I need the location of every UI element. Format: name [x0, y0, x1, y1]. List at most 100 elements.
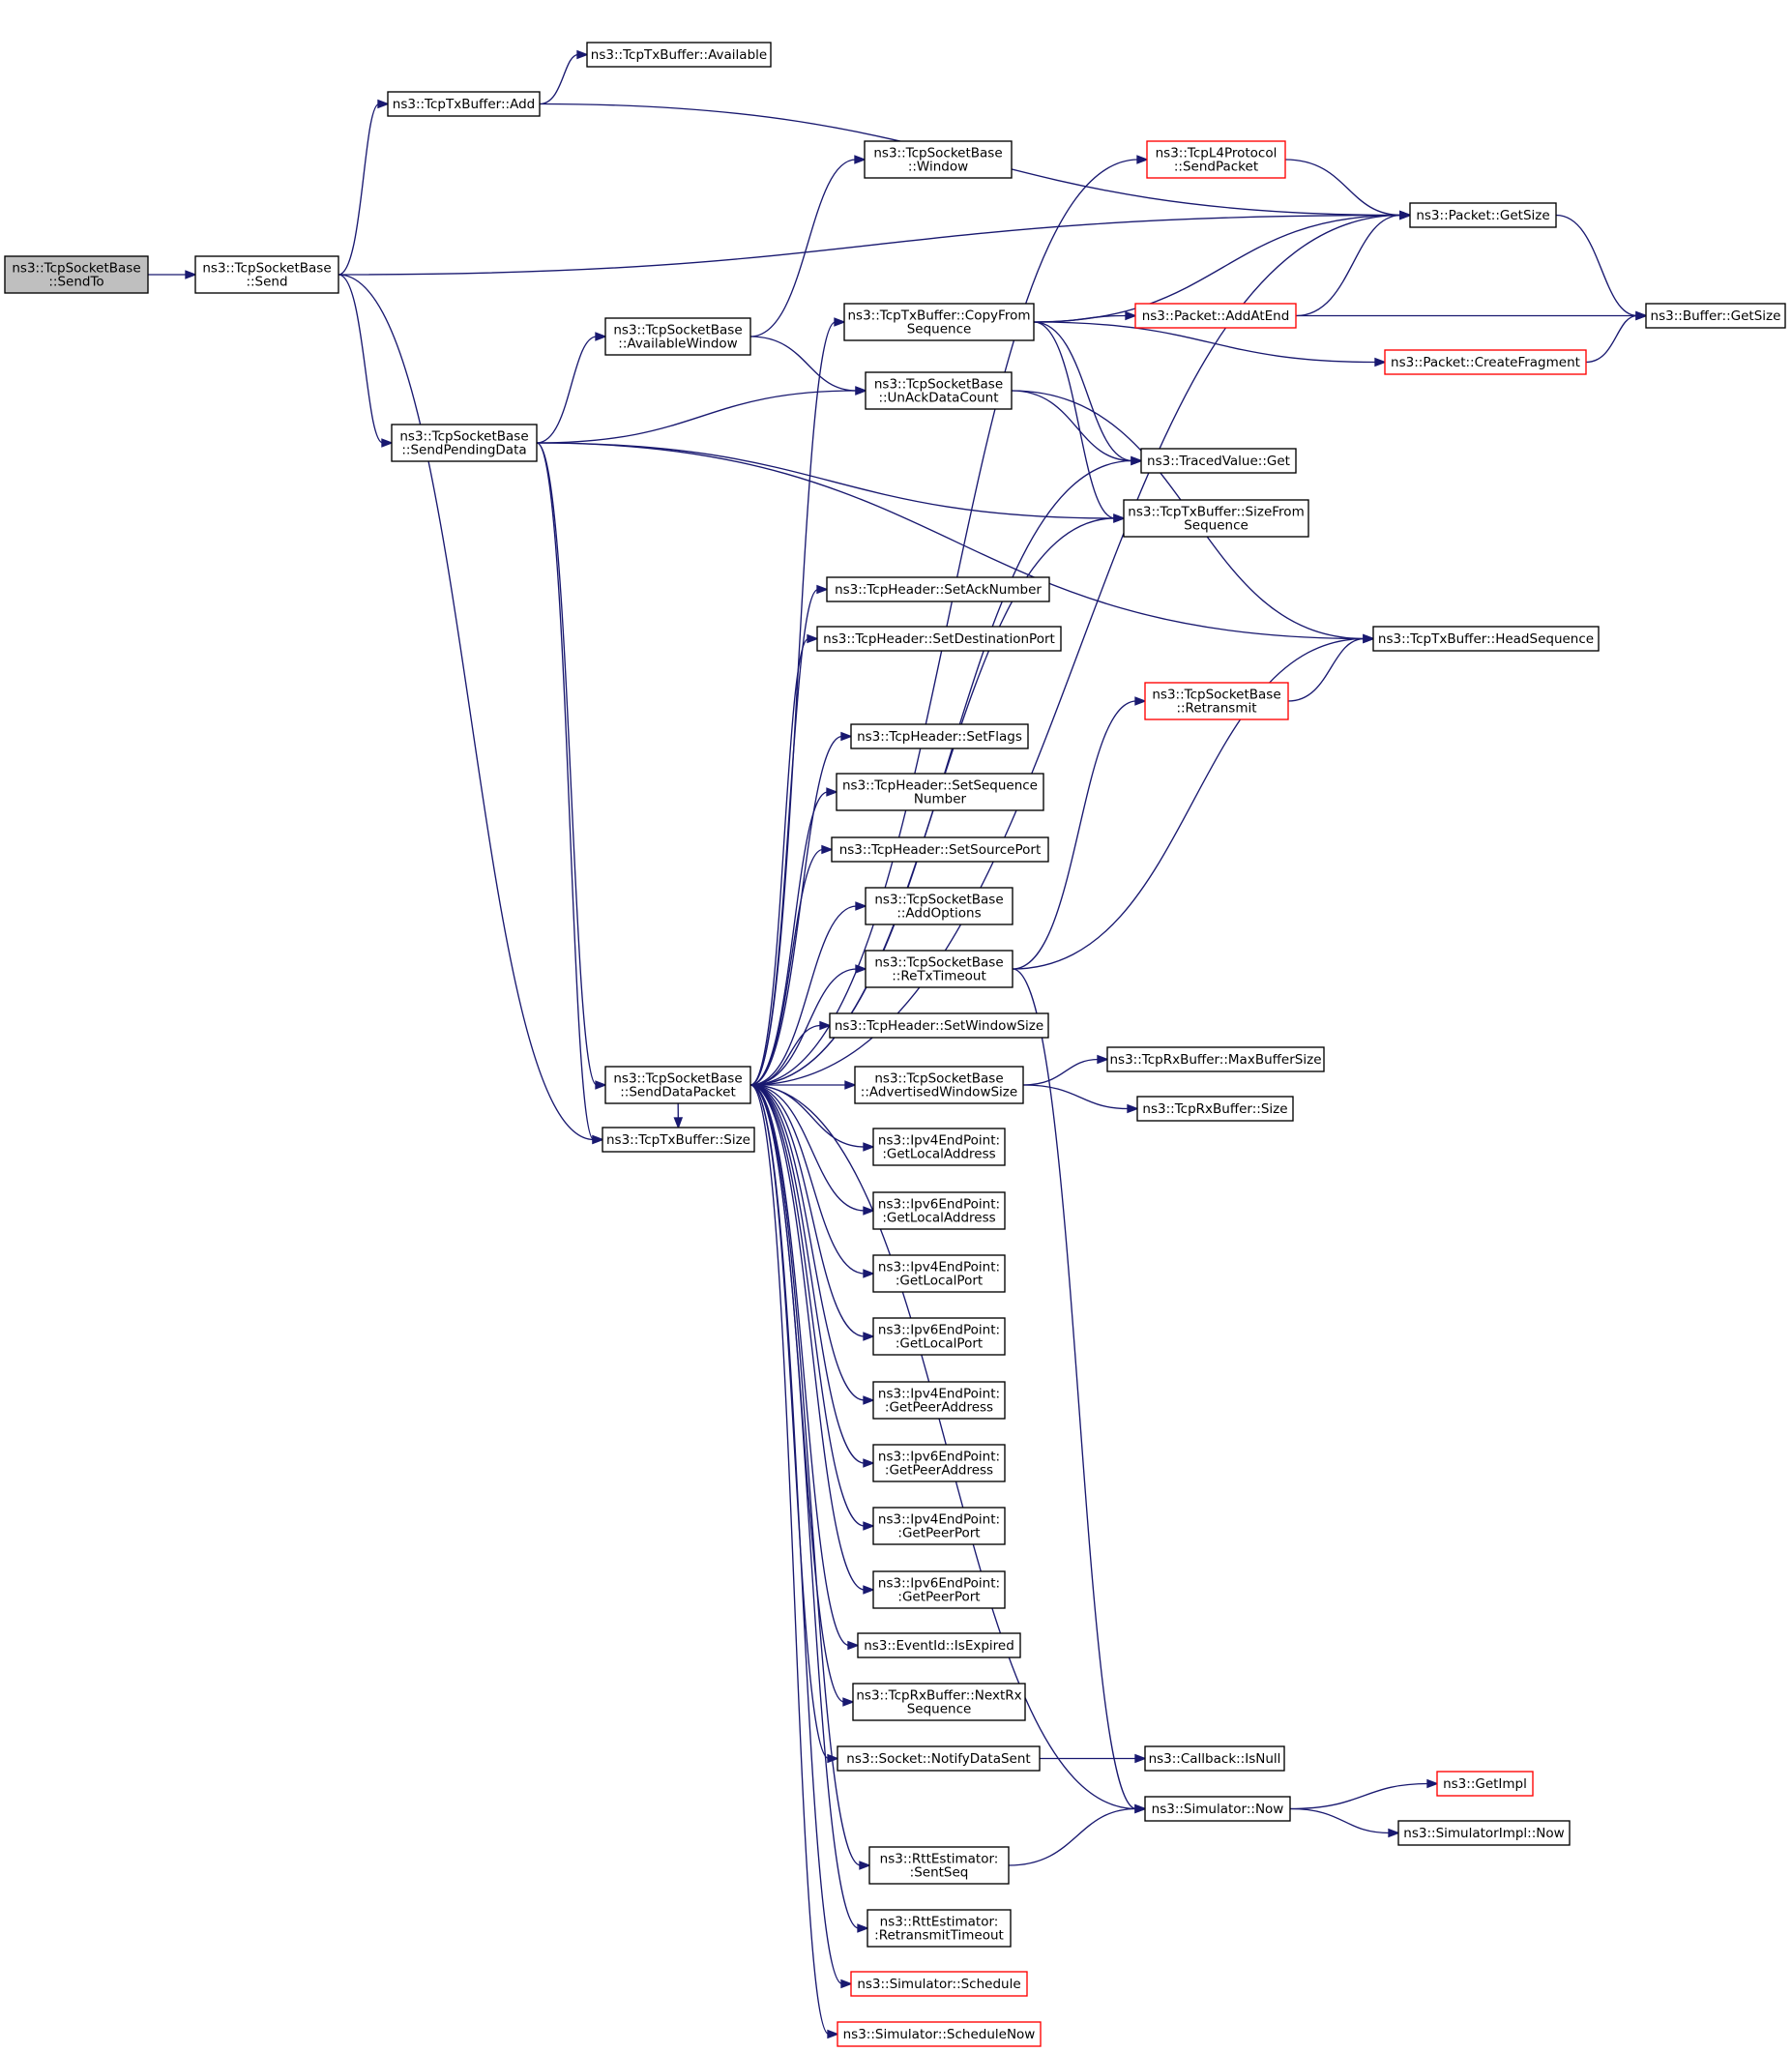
- node-unack[interactable]: ns3::TcpSocketBase::UnAckDataCount: [865, 371, 1013, 410]
- edge-sendpending-to-availwin: [536, 336, 598, 444]
- edge-sendpending-to-senddata: [536, 442, 598, 1086]
- node-send[interactable]: ns3::TcpSocketBase::Send: [194, 255, 339, 294]
- node-box: [1436, 1771, 1534, 1797]
- node-box: [872, 1570, 1006, 1609]
- node-addopts[interactable]: ns3::TcpSocketBase::AddOptions: [865, 887, 1014, 925]
- node-v4local[interactable]: ns3::Ipv4EndPoint::GetLocalAddress: [872, 1128, 1006, 1166]
- node-box: [850, 1971, 1028, 1997]
- node-setdst[interactable]: ns3::TcpHeader::SetDestinationPort: [816, 626, 1062, 652]
- node-headseq[interactable]: ns3::TcpTxBuffer::HeadSequence: [1372, 626, 1600, 652]
- node-v6peer[interactable]: ns3::Ipv6EndPoint::GetPeerAddress: [872, 1444, 1006, 1482]
- arrowhead-senddata-to-v4pport: [863, 1521, 875, 1531]
- node-label: ::Send: [246, 275, 287, 290]
- node-simnow[interactable]: ns3::Simulator::Now: [1144, 1796, 1291, 1822]
- node-label: ns3::TcpHeader::SetSourcePort: [839, 842, 1042, 858]
- node-txsize[interactable]: ns3::TcpTxBuffer::Size: [602, 1127, 755, 1153]
- node-schedule[interactable]: ns3::Simulator::Schedule: [850, 1971, 1028, 1997]
- arrowhead-senddata-to-simnow: [1134, 1803, 1147, 1814]
- node-box: [865, 950, 1014, 988]
- edge-retxtimeout-to-headseq: [1012, 637, 1366, 970]
- node-pktgetsize[interactable]: ns3::Packet::GetSize: [1409, 202, 1557, 228]
- node-label: ::AdvertisedWindowSize: [861, 1085, 1017, 1100]
- edge-copyfrom-to-addatend: [1033, 314, 1128, 323]
- edge-sentseq-to-simnow: [1008, 1807, 1137, 1866]
- node-box: [1144, 682, 1289, 720]
- node-retransmit[interactable]: ns3::TcpSocketBase::Retransmit: [1144, 682, 1289, 720]
- node-v4lport[interactable]: ns3::Ipv4EndPoint::GetLocalPort: [872, 1254, 1006, 1293]
- edge-senddata-to-setwin: [749, 1024, 822, 1086]
- node-rtxtimeout[interactable]: ns3::RttEstimator::RetransmitTimeout: [867, 1909, 1012, 1948]
- node-box: [1123, 499, 1309, 538]
- node-label: ns3::Ipv6EndPoint:: [878, 1323, 1000, 1338]
- node-createfrag[interactable]: ns3::Packet::CreateFragment: [1384, 349, 1587, 375]
- edge-l4send-to-pktgetsize: [1284, 159, 1402, 217]
- node-retxtimeout[interactable]: ns3::TcpSocketBase::ReTxTimeout: [865, 950, 1014, 988]
- node-label: ns3::Callback::IsNull: [1149, 1751, 1281, 1767]
- node-setsrc[interactable]: ns3::TcpHeader::SetSourcePort: [831, 836, 1049, 863]
- arrowhead-sendto-to-send: [185, 270, 197, 279]
- arrowhead-advwin-to-rxsize: [1127, 1103, 1139, 1114]
- edge-createfrag-to-bufgetsize: [1585, 314, 1638, 364]
- edge-advwin-to-rxsize: [1022, 1084, 1130, 1110]
- node-addatend[interactable]: ns3::Packet::AddAtEnd: [1134, 303, 1297, 329]
- node-availwin[interactable]: ns3::TcpSocketBase::AvailableWindow: [604, 317, 751, 356]
- node-v6local[interactable]: ns3::Ipv6EndPoint::GetLocalAddress: [872, 1191, 1006, 1230]
- edge-senddata-to-setdst: [749, 637, 809, 1086]
- node-label: ns3::TcpSocketBase: [613, 323, 742, 338]
- node-setwin[interactable]: ns3::TcpHeader::SetWindowSize: [829, 1012, 1049, 1039]
- edge-senddata-to-isexpired: [749, 1084, 850, 1647]
- node-setack[interactable]: ns3::TcpHeader::SetAckNumber: [826, 576, 1050, 602]
- arrowhead-sendpending-to-availwin: [595, 332, 607, 341]
- node-box: [857, 1632, 1021, 1658]
- node-advwin[interactable]: ns3::TcpSocketBase::AdvertisedWindowSize: [854, 1066, 1024, 1104]
- node-label: :GetLocalPort: [896, 1274, 983, 1289]
- node-label: ns3::TcpSocketBase: [399, 429, 528, 445]
- node-schedulenow[interactable]: ns3::Simulator::ScheduleNow: [837, 2021, 1042, 2047]
- node-box: [852, 1683, 1026, 1721]
- node-label: ns3::RttEstimator:: [880, 1915, 999, 1930]
- node-box: [1372, 626, 1600, 652]
- node-window[interactable]: ns3::TcpSocketBase::Window: [864, 140, 1013, 179]
- node-v6lport[interactable]: ns3::Ipv6EndPoint::GetLocalPort: [872, 1317, 1006, 1356]
- node-rxmax[interactable]: ns3::TcpRxBuffer::MaxBufferSize: [1106, 1046, 1325, 1072]
- node-isexpired[interactable]: ns3::EventId::IsExpired: [857, 1632, 1021, 1658]
- arrowhead-senddata-to-nextrx: [842, 1697, 855, 1707]
- node-getimpl[interactable]: ns3::GetImpl: [1436, 1771, 1534, 1797]
- node-setflags[interactable]: ns3::TcpHeader::SetFlags: [850, 723, 1029, 749]
- node-sendto[interactable]: ns3::TcpSocketBase::SendTo: [4, 255, 149, 294]
- node-sentseq[interactable]: ns3::RttEstimator::SentSeq: [868, 1846, 1010, 1885]
- node-v4peer[interactable]: ns3::Ipv4EndPoint::GetPeerAddress: [872, 1381, 1006, 1420]
- node-bufgetsize[interactable]: ns3::Buffer::GetSize: [1645, 303, 1786, 329]
- arrowhead-senddata-to-v6lport: [863, 1332, 875, 1341]
- node-isnull[interactable]: ns3::Callback::IsNull: [1144, 1745, 1285, 1772]
- node-txavailable[interactable]: ns3::TcpTxBuffer::Available: [586, 42, 772, 68]
- node-rxsize[interactable]: ns3::TcpRxBuffer::Size: [1136, 1096, 1294, 1122]
- edge-availwin-to-window: [749, 159, 857, 337]
- arrowhead-senddata-to-v4local: [863, 1142, 875, 1152]
- node-v6pport[interactable]: ns3::Ipv6EndPoint::GetPeerPort: [872, 1570, 1006, 1609]
- node-implnow[interactable]: ns3::SimulatorImpl::Now: [1397, 1820, 1571, 1846]
- node-senddata[interactable]: ns3::TcpSocketBase::SendDataPacket: [604, 1066, 751, 1104]
- node-l4send[interactable]: ns3::TcpL4Protocol::SendPacket: [1146, 140, 1286, 179]
- arrowhead-sendpending-to-txsize: [592, 1134, 604, 1145]
- node-box: [194, 255, 339, 294]
- edge-send-to-pktgetsize: [338, 214, 1402, 276]
- arrowhead-copyfrom-to-addatend: [1125, 310, 1137, 321]
- node-txadd[interactable]: ns3::TcpTxBuffer::Add: [387, 91, 541, 117]
- node-label: :GetPeerPort: [897, 1526, 980, 1541]
- node-sendpending[interactable]: ns3::TcpSocketBase::SendPendingData: [391, 424, 538, 462]
- node-notifysent[interactable]: ns3::Socket::NotifyDataSent: [837, 1745, 1041, 1772]
- node-tracedget[interactable]: ns3::TracedValue::Get: [1140, 448, 1297, 474]
- edge-senddata-to-v4pport: [749, 1084, 866, 1527]
- edge-senddata-to-addopts: [749, 905, 858, 1086]
- node-label: Number: [914, 792, 967, 807]
- node-v4pport[interactable]: ns3::Ipv4EndPoint::GetPeerPort: [872, 1507, 1006, 1545]
- arrowhead-senddata-to-rtxtimeout: [857, 1923, 869, 1933]
- node-box: [872, 1128, 1006, 1166]
- node-label: ::SendPendingData: [401, 443, 526, 458]
- arrowhead-senddata-to-v6local: [863, 1206, 875, 1216]
